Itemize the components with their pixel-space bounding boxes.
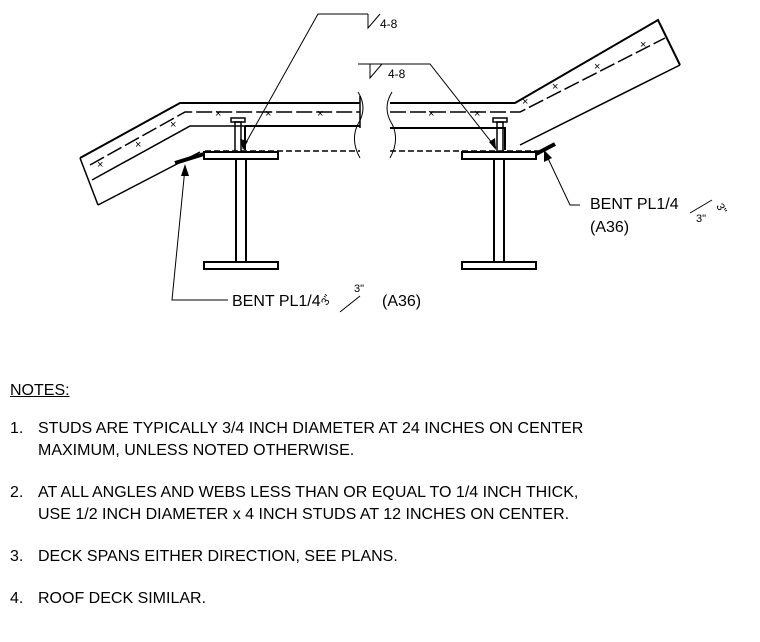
left-plate-label: BENT PL1/4	[232, 293, 321, 310]
left-weld-arrowhead	[240, 139, 248, 150]
note-item-1: 1. STUDS ARE TYPICALLY 3/4 INCH DIAMETER…	[10, 418, 750, 462]
note-line: DECK SPANS EITHER DIRECTION, SEE PLANS.	[38, 548, 398, 565]
section-detail-drawing: × × × × × × × × × × × ×	[79, 13, 729, 313]
svg-text:×: ×	[474, 108, 480, 120]
right-wide-flange-beam	[461, 151, 537, 270]
note-text: AT ALL ANGLES AND WEBS LESS THAN OR EQUA…	[38, 482, 750, 526]
svg-text:×: ×	[215, 108, 221, 120]
svg-text:×: ×	[265, 108, 271, 120]
notes-heading: NOTES:	[10, 382, 70, 399]
note-item-2: 2. AT ALL ANGLES AND WEBS LESS THAN OR E…	[10, 482, 750, 526]
left-plate-weld-size-a: 3"	[319, 293, 334, 308]
right-sloped-slab: × × × × × ×	[390, 18, 681, 152]
right-plate-arrowhead	[544, 150, 552, 162]
note-text: ROOF DECK SIMILAR.	[38, 588, 750, 610]
note-item-3: 3. DECK SPANS EITHER DIRECTION, SEE PLAN…	[10, 546, 750, 568]
svg-text:×: ×	[428, 108, 434, 120]
svg-text:×: ×	[170, 119, 176, 131]
note-text: DECK SPANS EITHER DIRECTION, SEE PLANS.	[38, 546, 750, 568]
svg-text:×: ×	[522, 96, 528, 108]
note-line: AT ALL ANGLES AND WEBS LESS THAN OR EQUA…	[38, 484, 579, 501]
note-number: 2.	[10, 484, 24, 501]
svg-text:×: ×	[97, 159, 103, 171]
svg-text:×: ×	[594, 61, 600, 73]
notes-section: NOTES: 1. STUDS ARE TYPICALLY 3/4 INCH D…	[10, 380, 750, 630]
right-plate-spec: (A36)	[590, 219, 629, 236]
svg-text:×: ×	[317, 108, 323, 120]
note-number: 3.	[10, 548, 24, 565]
right-plate-label: BENT PL1/4	[590, 196, 679, 213]
left-sloped-slab: × × × × × ×	[79, 96, 361, 206]
left-plate-weld-size-b: 3"	[354, 283, 364, 295]
svg-text:×: ×	[135, 139, 141, 151]
svg-text:×: ×	[640, 39, 646, 51]
left-plate-arrowhead	[181, 164, 189, 176]
right-plate-weld-size-a: 3"	[696, 213, 706, 225]
left-wide-flange-beam	[203, 151, 279, 270]
right-shear-stud	[492, 117, 508, 153]
left-plate-spec: (A36)	[382, 293, 421, 310]
right-weld-arrowhead	[489, 138, 496, 150]
note-number: 4.	[10, 590, 24, 607]
note-line: USE 1/2 INCH DIAMETER x 4 INCH STUDS AT …	[38, 506, 570, 523]
left-shear-stud	[230, 117, 246, 153]
svg-text:×: ×	[552, 81, 558, 93]
right-plate-weld-size-b: 3"	[713, 202, 728, 217]
weld-callout-right: 4-8	[388, 67, 406, 81]
weld-callout-left: 4-8	[380, 17, 398, 31]
note-line: MAXIMUM, UNLESS NOTED OTHERWISE.	[38, 442, 355, 459]
note-item-4: 4. ROOF DECK SIMILAR.	[10, 588, 750, 610]
note-text: STUDS ARE TYPICALLY 3/4 INCH DIAMETER AT…	[38, 418, 750, 462]
note-line: ROOF DECK SIMILAR.	[38, 590, 207, 607]
note-line: STUDS ARE TYPICALLY 3/4 INCH DIAMETER AT…	[38, 420, 584, 437]
note-number: 1.	[10, 420, 24, 437]
